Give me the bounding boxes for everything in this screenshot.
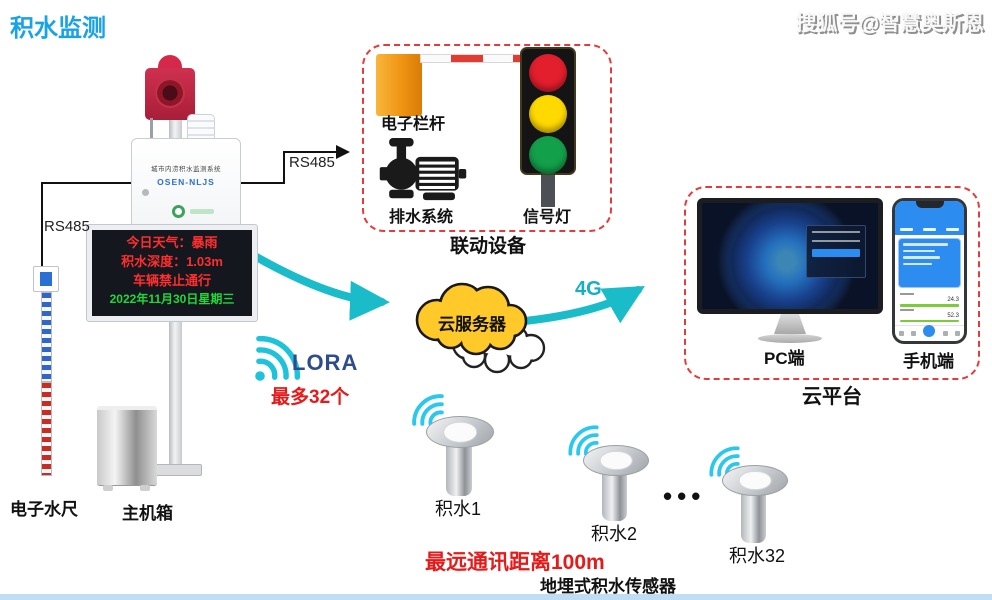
row-value: 52.3 bbox=[947, 312, 959, 319]
sensor1-window bbox=[443, 421, 477, 443]
row-label bbox=[900, 308, 914, 311]
sensor1-disc bbox=[426, 416, 494, 448]
sensor2-disc bbox=[583, 445, 649, 476]
phone-screen: 24.3 52.3 bbox=[895, 201, 964, 341]
login-field bbox=[812, 231, 860, 233]
bucket-foot bbox=[103, 485, 113, 491]
platform-title: 云平台 bbox=[802, 386, 862, 408]
nav-center-button bbox=[923, 325, 936, 337]
yellow-light-icon bbox=[529, 95, 567, 133]
phone-notch bbox=[915, 201, 944, 208]
cloud-platform-box bbox=[684, 186, 980, 380]
water-ruler-screen bbox=[40, 272, 52, 286]
phone-tab bbox=[946, 228, 959, 231]
drainage-label: 排水系统 bbox=[389, 209, 454, 226]
watermark: 搜狐号@智慧奥斯恩 bbox=[795, 12, 984, 35]
pc-label: PC端 bbox=[764, 349, 805, 368]
card-text bbox=[903, 249, 935, 252]
ellipsis: ••• bbox=[663, 481, 706, 511]
nav-icon bbox=[911, 331, 917, 336]
phone-tab bbox=[923, 228, 936, 231]
water-ruler-lower bbox=[41, 382, 52, 476]
distance-label: 最远通讯距离100m bbox=[425, 551, 605, 574]
sensor3-label: 积水32 bbox=[729, 546, 786, 566]
nav-icon bbox=[898, 331, 904, 336]
red-light-icon bbox=[529, 54, 567, 92]
card-text bbox=[903, 243, 949, 246]
signal-light-label: 信号灯 bbox=[523, 209, 572, 226]
lora-label: LORA bbox=[292, 350, 359, 375]
led-line-date: 2022年11月30日星期三 bbox=[109, 292, 235, 306]
rs485-label-right: RS485 bbox=[289, 154, 335, 171]
progress-bar bbox=[900, 304, 959, 307]
sensor-type-label: 地埋式积水传感器 bbox=[540, 577, 676, 596]
led-line-traffic: 车辆禁止通行 bbox=[132, 273, 211, 288]
monitor-base bbox=[758, 334, 822, 343]
smartphone: 24.3 52.3 bbox=[892, 198, 967, 344]
led-display: 今日天气：暴雨 积水深度：1.03m 车辆禁止通行 2022年11月30日星期三 bbox=[86, 224, 258, 322]
sensor3-window bbox=[738, 470, 772, 491]
alarm-light-dome bbox=[158, 55, 182, 71]
phone-nav-bar bbox=[895, 325, 964, 341]
main-box-label: 主机箱 bbox=[122, 504, 173, 523]
sensor3-body bbox=[741, 487, 766, 543]
login-panel bbox=[806, 225, 866, 278]
brand-logo-icon bbox=[172, 205, 185, 218]
control-box-model: OSEN-NLJS bbox=[157, 177, 215, 187]
sensor1-label: 积水1 bbox=[435, 499, 482, 519]
sensor3-disc bbox=[722, 465, 788, 496]
card-text bbox=[903, 256, 941, 259]
linkage-title: 联动设备 bbox=[450, 236, 527, 257]
pump-icon bbox=[379, 138, 467, 201]
page-title: 积水监测 bbox=[10, 15, 106, 42]
traffic-light-pole bbox=[541, 175, 555, 207]
phone-tab bbox=[900, 228, 913, 231]
pc-screen-globe bbox=[702, 203, 878, 309]
traffic-light bbox=[520, 47, 576, 175]
phone-data-row: 52.3 bbox=[900, 308, 959, 322]
row-label bbox=[900, 293, 914, 295]
row-value: 24.3 bbox=[947, 297, 959, 303]
water-ruler-label: 电子水尺 bbox=[10, 500, 78, 519]
rain-gauge-bucket bbox=[97, 406, 157, 486]
control-box-title: 城市内涝积水监测系统 bbox=[151, 166, 221, 173]
bottom-divider bbox=[0, 594, 992, 600]
brand-logo-text bbox=[190, 209, 214, 214]
lora-max-label: 最多32个 bbox=[271, 387, 350, 408]
linkage-devices-box bbox=[362, 44, 612, 232]
alarm-siren bbox=[145, 68, 195, 120]
green-light-icon bbox=[529, 136, 567, 174]
nav-icon bbox=[955, 331, 961, 336]
control-box-button bbox=[142, 189, 149, 196]
barrier-label: 电子栏杆 bbox=[381, 116, 446, 133]
progress-bar bbox=[900, 319, 959, 322]
led-line-depth: 积水深度：1.03m bbox=[121, 254, 223, 269]
card-text bbox=[903, 262, 933, 265]
monitor-stand bbox=[774, 314, 806, 334]
login-button bbox=[812, 249, 860, 257]
station-pole-base bbox=[150, 464, 202, 476]
led-line-weather: 今日天气：暴雨 bbox=[126, 235, 218, 250]
alarm-speaker-icon bbox=[155, 78, 185, 108]
mobile-label: 手机端 bbox=[903, 352, 954, 371]
antenna bbox=[150, 118, 153, 144]
pc-monitor bbox=[697, 198, 883, 314]
water-ruler-head bbox=[33, 266, 59, 292]
network-4g-label: 4G bbox=[575, 278, 602, 300]
bucket-foot bbox=[140, 485, 150, 491]
cloud-server-label: 云服务器 bbox=[438, 315, 506, 334]
login-field bbox=[812, 240, 860, 242]
led-screen: 今日天气：暴雨 积水深度：1.03m 车辆禁止通行 2022年11月30日星期三 bbox=[92, 230, 252, 316]
phone-info-card bbox=[898, 238, 961, 288]
sensor2-window bbox=[599, 450, 633, 471]
nav-icon bbox=[942, 331, 948, 336]
rs485-label-left: RS485 bbox=[44, 218, 90, 235]
sensor2-label: 积水2 bbox=[591, 524, 638, 544]
phone-data-row: 24.3 bbox=[900, 293, 959, 307]
arrow-to-cloud bbox=[242, 247, 390, 321]
barrier-gate-post bbox=[376, 54, 422, 116]
water-ruler-upper bbox=[41, 292, 52, 382]
